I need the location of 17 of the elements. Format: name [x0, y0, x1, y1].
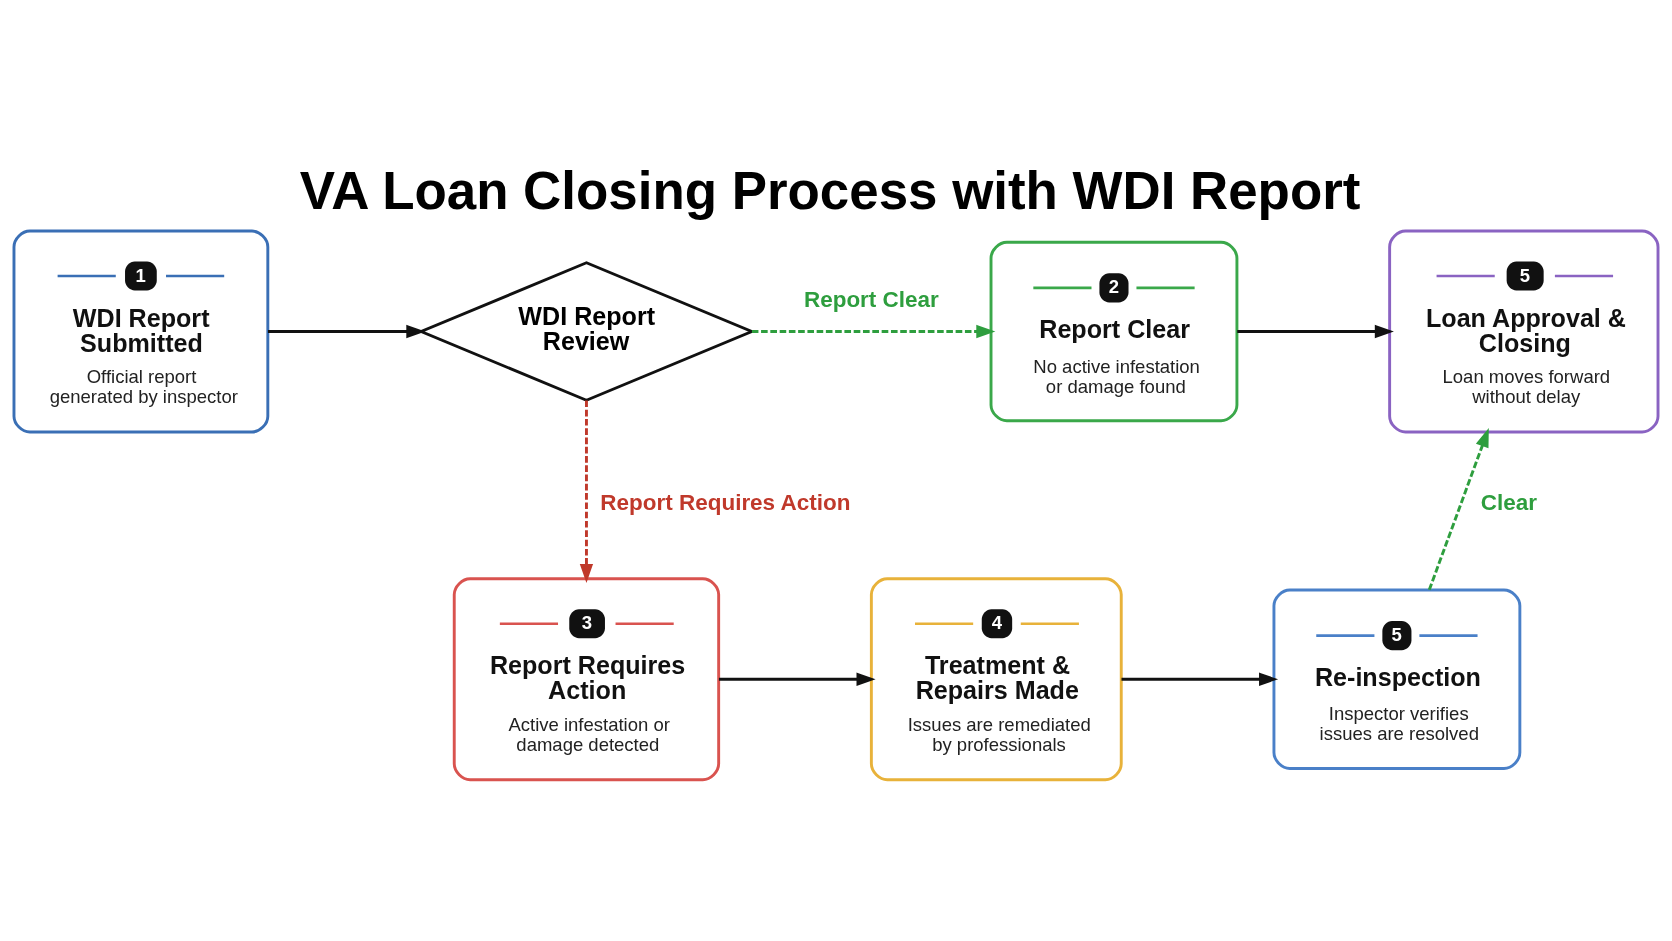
node-box: 5 Re-inspection Inspector verifies issues are resolved	[1272, 588, 1522, 770]
edge-label: Clear	[1480, 489, 1538, 515]
edge-label: Report Requires Action	[600, 489, 851, 515]
node-box: 5 Loan Approval & Closing Loan moves forward without delay	[1388, 229, 1660, 433]
node-box: 2 Report Clear No active infestation or damage found	[989, 240, 1239, 422]
node-box: 1 WDI Report Submitted Official report generated by inspector	[12, 229, 270, 433]
diagram-title: VA Loan Closing Process with WDI Report	[299, 160, 1361, 220]
arrow	[267, 324, 426, 338]
node-box: 4 Treatment & Repairs Made Issues are remediated by professionals	[869, 576, 1123, 781]
arrow	[1121, 672, 1279, 686]
node-box: 3 Report Requires Action Active infestation or damage detected	[452, 576, 721, 781]
arrow	[751, 324, 996, 338]
arrow	[1427, 427, 1489, 590]
arrow	[579, 400, 594, 583]
edge-label: Report Clear	[803, 286, 939, 312]
arrow	[718, 672, 876, 686]
arrow	[1237, 324, 1394, 338]
